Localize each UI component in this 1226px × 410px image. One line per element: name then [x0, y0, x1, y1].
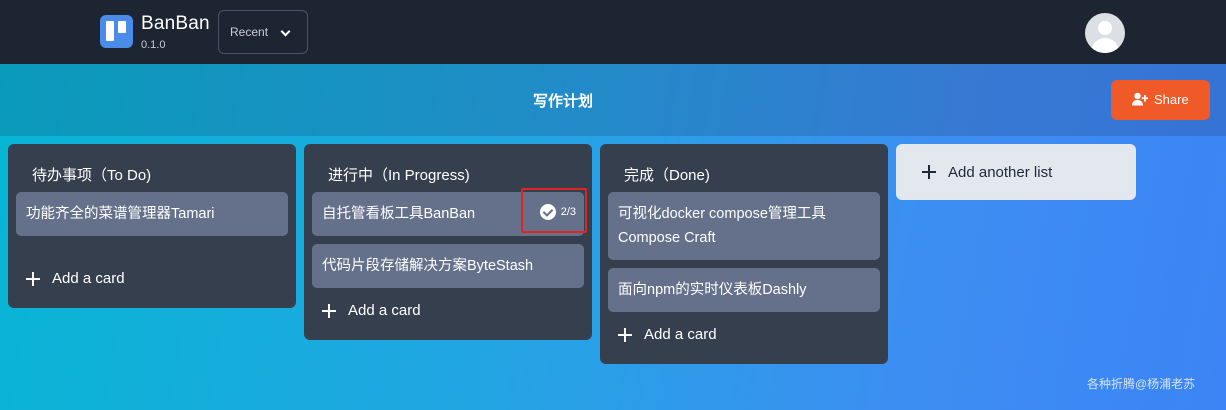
add-card-label: Add a card	[348, 302, 421, 319]
add-card-button[interactable]: Add a card	[618, 326, 717, 343]
checklist-progress: 2/3	[560, 206, 576, 218]
share-label: Share	[1154, 92, 1189, 107]
watermark: 各种折腾@杨浦老苏	[1087, 377, 1196, 391]
card[interactable]: 自托管看板工具BanBan 2/3	[312, 192, 584, 236]
plus-icon	[26, 271, 40, 286]
list-title[interactable]: 进行中（In Progress)	[328, 167, 470, 184]
list-title[interactable]: 待办事项（To Do)	[32, 167, 152, 184]
app-name: BanBan	[141, 13, 210, 34]
recent-label: Recent	[230, 25, 269, 39]
card-title: 功能齐全的菜谱管理器Tamari	[26, 206, 215, 222]
plus-icon	[322, 303, 336, 318]
card[interactable]: 功能齐全的菜谱管理器Tamari	[16, 192, 288, 236]
board-canvas: 写作计划 Share 待办事项（To Do) 功能齐全的菜谱管理器Tamari …	[0, 64, 1226, 410]
add-card-label: Add a card	[644, 326, 717, 343]
user-icon	[1098, 21, 1112, 35]
chevron-down-icon	[280, 26, 291, 37]
card[interactable]: 代码片段存储解决方案ByteStash	[312, 244, 584, 288]
card-title: 自托管看板工具BanBan	[322, 206, 476, 222]
checklist-badge: 2/3	[539, 192, 576, 232]
top-navbar: BanBan 0.1.0 Recent	[0, 0, 1226, 64]
app-version: 0.1.0	[141, 39, 166, 51]
check-circle-icon	[539, 204, 556, 220]
recent-dropdown[interactable]: Recent	[218, 10, 308, 54]
share-button[interactable]: Share	[1111, 80, 1210, 120]
card-title: 可视化docker compose管理工具Compose Craft	[618, 206, 826, 246]
add-card-button[interactable]: Add a card	[322, 302, 421, 319]
add-card-button[interactable]: Add a card	[26, 270, 125, 287]
list-in-progress: 进行中（In Progress) 自托管看板工具BanBan 2/3 代码片段存…	[304, 144, 592, 340]
card[interactable]: 可视化docker compose管理工具Compose Craft	[608, 192, 880, 260]
plus-icon	[922, 165, 936, 179]
highlight-box	[521, 188, 587, 233]
board-header: 写作计划 Share	[0, 64, 1226, 136]
add-list-label: Add another list	[948, 163, 1053, 181]
card-title: 面向npm的实时仪表板Dashly	[618, 282, 807, 298]
list-done: 完成（Done) 可视化docker compose管理工具Compose Cr…	[600, 144, 888, 364]
board-title[interactable]: 写作计划	[532, 93, 593, 110]
user-plus-icon	[1132, 92, 1148, 106]
add-card-label: Add a card	[52, 270, 125, 287]
user-avatar[interactable]	[1085, 13, 1125, 53]
card-title: 代码片段存储解决方案ByteStash	[322, 258, 534, 274]
banban-logo-icon[interactable]	[100, 15, 133, 48]
list-to-do: 待办事项（To Do) 功能齐全的菜谱管理器Tamari Add a card	[8, 144, 296, 308]
list-title[interactable]: 完成（Done)	[624, 167, 710, 184]
add-list-button[interactable]: Add another list	[896, 144, 1136, 200]
plus-icon	[618, 327, 632, 342]
card[interactable]: 面向npm的实时仪表板Dashly	[608, 268, 880, 312]
